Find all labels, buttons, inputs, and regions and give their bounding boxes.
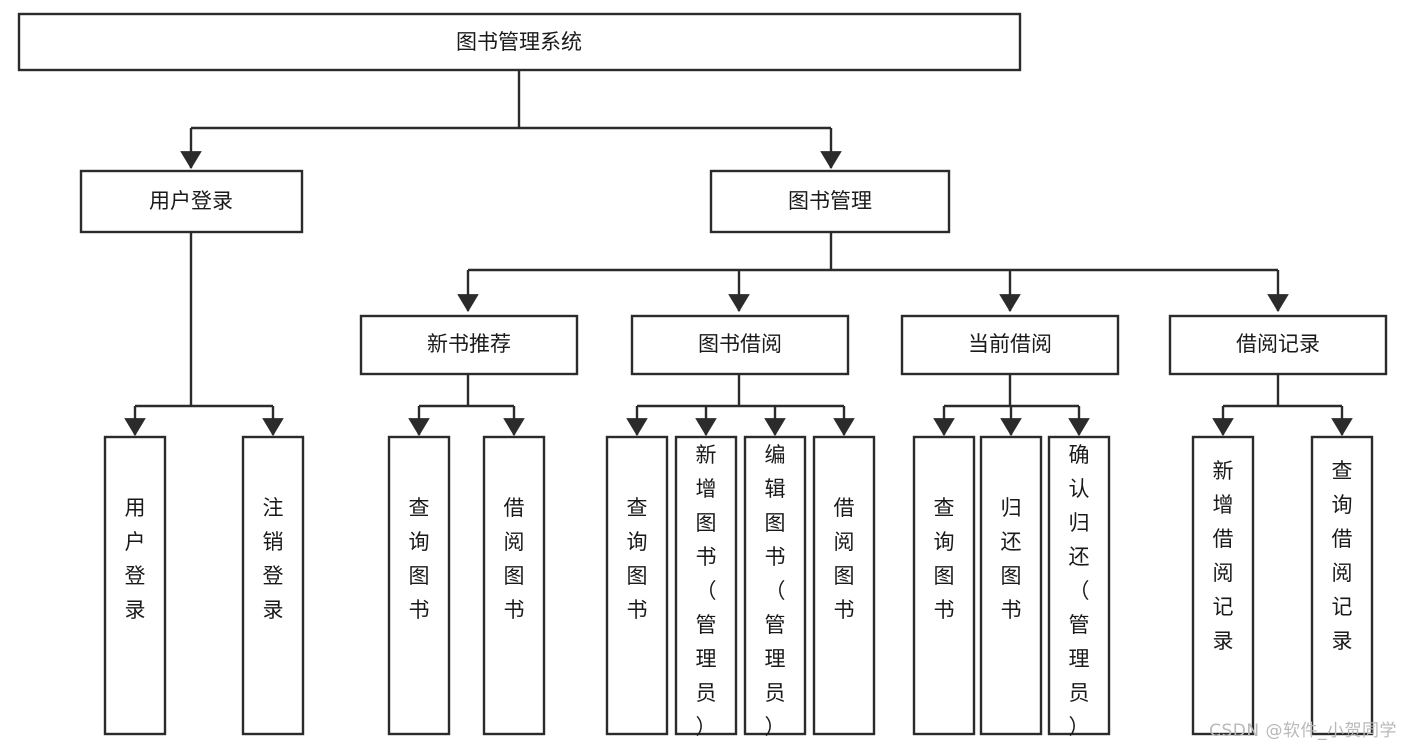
csdn-watermark: CSDN @软件_小贺同学 [1209, 721, 1397, 741]
leaf-record-add-box[interactable] [1191, 435, 1255, 736]
leaf-newbook-query-book-label: 查询图书 [409, 496, 430, 622]
node-book-manage-label: 图书管理 [788, 189, 872, 213]
leaf-record-query-box[interactable] [1310, 435, 1374, 736]
leaf-user-logout[interactable]: 注销登录 [241, 435, 305, 736]
node-lend-record[interactable]: 借阅记录 [1168, 314, 1388, 376]
leaf-lend-borrow-book[interactable]: 借阅图书 [812, 435, 876, 736]
node-user-login[interactable]: 用户登录 [79, 169, 304, 234]
node-current-lend-box[interactable] [900, 314, 1120, 376]
node-book-lend-box[interactable] [630, 314, 850, 376]
leaf-lend-query-book-box[interactable] [605, 435, 669, 736]
node-book-lend[interactable]: 图书借阅 [630, 314, 850, 376]
leaf-current-query-book-label: 查询图书 [934, 496, 955, 622]
leaf-current-confirm-return-label: 确认归还（管理员） [1069, 443, 1090, 739]
leaf-current-confirm-return[interactable]: 确认归还（管理员） [1047, 435, 1111, 739]
leaf-lend-query-book-label: 查询图书 [627, 496, 648, 622]
leaf-record-add[interactable]: 新增借阅记录 [1191, 435, 1255, 736]
leaf-user-login-box[interactable] [103, 435, 167, 736]
node-new-book-recommend-label: 新书推荐 [427, 332, 511, 356]
leaf-current-return-book[interactable]: 归还图书 [979, 435, 1043, 736]
leaf-lend-borrow-book-label: 借阅图书 [834, 496, 855, 622]
leaf-record-query-label: 查询借阅记录 [1332, 459, 1353, 653]
node-lend-record-box[interactable] [1168, 314, 1388, 376]
leaf-newbook-query-book-box[interactable] [387, 435, 451, 736]
node-lend-record-label: 借阅记录 [1236, 332, 1320, 356]
node-current-lend-label: 当前借阅 [968, 332, 1052, 356]
connectors [124, 70, 1353, 437]
leaf-user-login-label: 用户登录 [125, 496, 146, 622]
leaf-lend-query-book[interactable]: 查询图书 [605, 435, 669, 736]
leaf-current-confirm-return-box[interactable] [1047, 435, 1111, 736]
leaf-newbook-borrow-book-box[interactable] [482, 435, 546, 736]
node-current-lend[interactable]: 当前借阅 [900, 314, 1120, 376]
leaf-current-return-book-label: 归还图书 [1001, 496, 1022, 622]
leaf-current-query-book[interactable]: 查询图书 [912, 435, 976, 736]
leaf-user-logout-box[interactable] [241, 435, 305, 736]
node-book-manage-box[interactable] [709, 169, 951, 234]
node-root-label: 图书管理系统 [456, 30, 582, 54]
node-book-lend-label: 图书借阅 [698, 332, 782, 356]
leaf-current-query-book-box[interactable] [912, 435, 976, 736]
node-root-box[interactable] [17, 12, 1022, 72]
node-user-login-label: 用户登录 [149, 189, 233, 213]
leaf-lend-add-book-box[interactable] [674, 435, 738, 736]
node-book-manage[interactable]: 图书管理 [709, 169, 951, 234]
node-root-system[interactable]: 图书管理系统 [17, 12, 1022, 72]
leaf-lend-edit-book-box[interactable] [743, 435, 807, 736]
leaf-record-query[interactable]: 查询借阅记录 [1310, 435, 1374, 736]
leaf-newbook-borrow-book-label: 借阅图书 [504, 496, 525, 622]
leaf-lend-borrow-book-box[interactable] [812, 435, 876, 736]
node-new-book-recommend[interactable]: 新书推荐 [359, 314, 579, 376]
leaf-lend-add-book-label: 新增图书（管理员） [696, 443, 717, 739]
leaf-lend-edit-book-label: 编辑图书（管理员） [765, 443, 786, 739]
leaf-newbook-borrow-book[interactable]: 借阅图书 [482, 435, 546, 736]
leaf-user-logout-label: 注销登录 [263, 496, 284, 622]
node-new-book-recommend-box[interactable] [359, 314, 579, 376]
leaf-user-login[interactable]: 用户登录 [103, 435, 167, 736]
leaf-current-return-book-box[interactable] [979, 435, 1043, 736]
leaf-lend-edit-book[interactable]: 编辑图书（管理员） [743, 435, 807, 739]
leaf-record-add-label: 新增借阅记录 [1213, 459, 1234, 653]
leaf-newbook-query-book[interactable]: 查询图书 [387, 435, 451, 736]
leaf-lend-add-book[interactable]: 新增图书（管理员） [674, 435, 738, 739]
node-user-login-box[interactable] [79, 169, 304, 234]
